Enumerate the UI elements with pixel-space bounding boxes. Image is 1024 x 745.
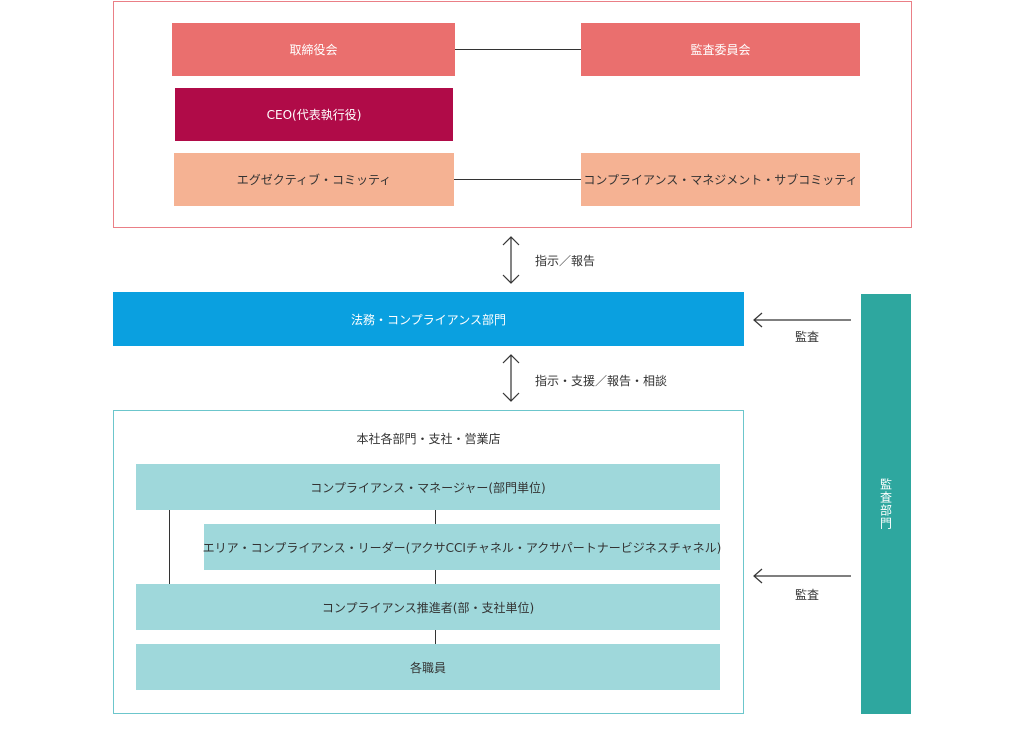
audit-label-bottom: 監査 xyxy=(795,588,820,602)
promoter-box: コンプライアンス推進者(部・支社単位) xyxy=(136,584,720,630)
ceo-box: CEO(代表執行役) xyxy=(175,88,453,141)
compliance-manager-box: コンプライアンス・マネージャー(部門単位) xyxy=(136,464,720,510)
staff-label: 各職員 xyxy=(409,660,446,675)
audit-committee-box: 監査委員会 xyxy=(581,23,860,76)
legal-compliance-label: 法務・コンプライアンス部門 xyxy=(351,312,506,327)
manager-area-connector xyxy=(435,510,436,524)
area-promoter-connector xyxy=(435,570,436,584)
compliance-subcommittee-label: コンプライアンス・マネジメント・サブコミッティ xyxy=(583,173,858,187)
double-arrow-icon xyxy=(502,236,520,284)
audit-dept-label: 監査部門 xyxy=(878,478,893,530)
staff-box: 各職員 xyxy=(136,644,720,690)
arrow-left-icon xyxy=(753,568,851,584)
governance-frame xyxy=(113,1,912,228)
branches-title: 本社各部門・支社・営業店 xyxy=(356,432,501,446)
board-audit-connector xyxy=(455,49,581,50)
promoter-label: コンプライアンス推進者(部・支社単位) xyxy=(321,600,535,615)
audit-label-top: 監査 xyxy=(795,330,820,344)
board-box: 取締役会 xyxy=(172,23,455,76)
compliance-subcommittee-box: コンプライアンス・マネジメント・サブコミッティ xyxy=(581,153,860,206)
area-leader-label: エリア・コンプライアンス・リーダー(アクサCCIチャネル・アクサパートナービジネ… xyxy=(202,540,722,555)
audit-committee-label: 監査委員会 xyxy=(690,43,751,57)
board-label: 取締役会 xyxy=(289,43,338,57)
promoter-staff-connector xyxy=(435,630,436,644)
left-connector xyxy=(169,510,170,584)
branches-frame xyxy=(113,410,744,714)
arrow-left-icon xyxy=(753,312,851,328)
executive-committee-label: エグゼクティブ・コミッティ xyxy=(236,173,392,187)
area-leader-box: エリア・コンプライアンス・リーダー(アクサCCIチャネル・アクサパートナービジネ… xyxy=(202,524,722,570)
executive-committee-box: エグゼクティブ・コミッティ xyxy=(174,153,454,206)
audit-dept-box: 監査部門 xyxy=(861,294,911,714)
double-arrow-icon xyxy=(502,354,520,402)
compliance-manager-label: コンプライアンス・マネージャー(部門単位) xyxy=(310,480,546,495)
exec-subcommittee-connector xyxy=(454,179,581,180)
legal-compliance-box: 法務・コンプライアンス部門 xyxy=(113,292,744,346)
flow-top-label: 指示／報告 xyxy=(535,254,596,268)
ceo-label: CEO(代表執行役) xyxy=(266,108,362,122)
flow-mid-label: 指示・支援／報告・相談 xyxy=(535,374,668,388)
